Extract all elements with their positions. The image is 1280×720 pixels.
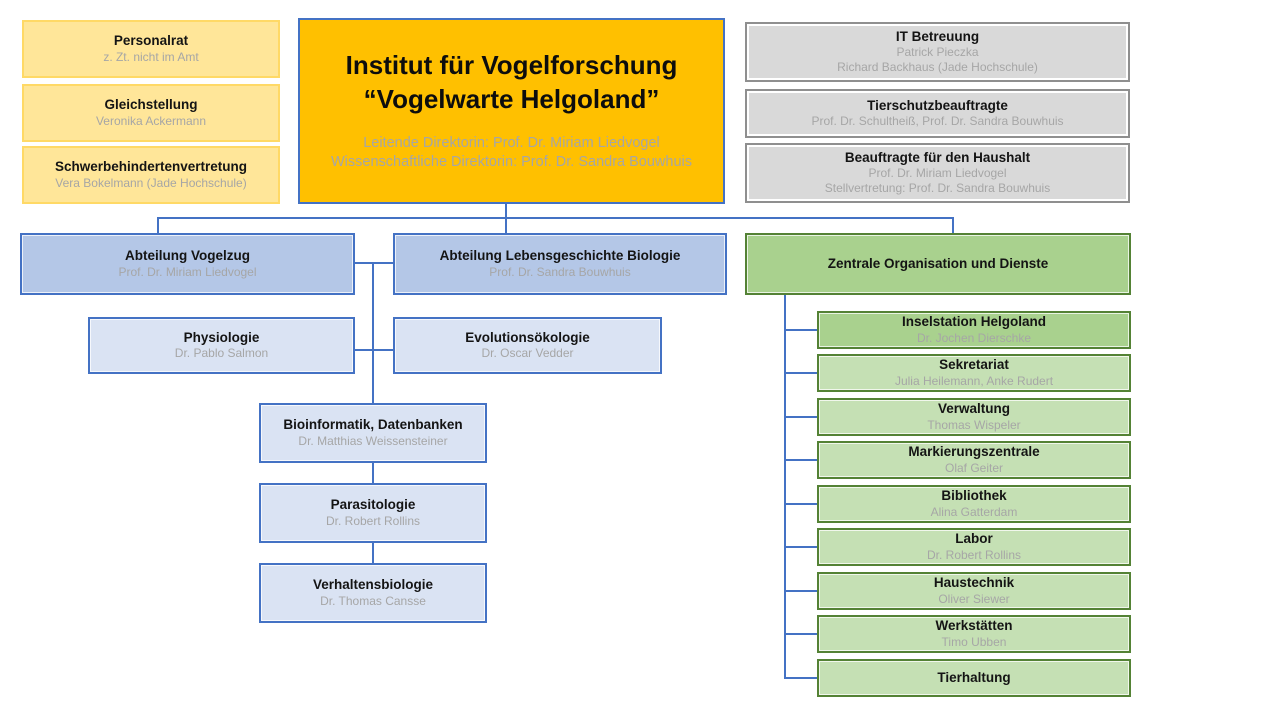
node-markierungszentrale: Markierungszentrale Olaf Geiter bbox=[817, 441, 1131, 479]
node-physiologie: Physiologie Dr. Pablo Salmon bbox=[88, 317, 355, 374]
node-subtitle: Timo Ubben bbox=[941, 634, 1007, 649]
institute-title-line2: “Vogelwarte Helgoland” bbox=[363, 83, 660, 114]
connector-stub-werkstaetten bbox=[784, 633, 817, 635]
connector-physiologie-evolution bbox=[355, 349, 393, 351]
node-title: Markierungszentrale bbox=[908, 444, 1040, 460]
node-subtitle: Prof. Dr. Miriam Liedvogel bbox=[118, 264, 257, 279]
node-evolutionsoekologie: Evolutionsökologie Dr. Oscar Vedder bbox=[393, 317, 662, 374]
node-title: Verwaltung bbox=[937, 401, 1010, 417]
node-subtitle: Thomas Wispeler bbox=[927, 417, 1021, 432]
node-haustechnik: Haustechnik Oliver Siewer bbox=[817, 572, 1131, 610]
node-title: Tierschutzbeauftragte bbox=[867, 97, 1008, 113]
node-tierschutzbeauftragte: Tierschutzbeauftragte Prof. Dr. Schulthe… bbox=[745, 89, 1130, 138]
node-subtitle: Vera Bokelmann (Jade Hochschule) bbox=[55, 175, 247, 190]
node-abteilung-lebensgeschichte: Abteilung Lebensgeschichte Biologie Prof… bbox=[393, 233, 727, 295]
connector-stub-markierungszentrale bbox=[784, 459, 817, 461]
connector-main-horizontal bbox=[157, 217, 954, 219]
node-inselstation: Inselstation Helgoland Dr. Jochen Diersc… bbox=[817, 311, 1131, 349]
connector-stub-sekretariat bbox=[784, 372, 817, 374]
node-beauftragte-haushalt: Beauftragte für den Haushalt Prof. Dr. M… bbox=[745, 143, 1130, 203]
node-bioinformatik: Bioinformatik, Datenbanken Dr. Matthias … bbox=[259, 403, 487, 463]
node-subtitle: Dr. Robert Rollins bbox=[325, 513, 421, 528]
node-line: Prof. Dr. Schultheiß, Prof. Dr. Sandra B… bbox=[811, 114, 1064, 129]
node-subtitle: Dr. Thomas Cansse bbox=[320, 593, 426, 608]
node-title: IT Betreuung bbox=[895, 28, 980, 44]
node-subtitle: Dr. Pablo Salmon bbox=[174, 346, 269, 361]
node-subtitle: Prof. Dr. Sandra Bouwhuis bbox=[489, 264, 631, 279]
institute-title-line1: Institut für Vogelforschung bbox=[345, 50, 678, 81]
connector-parasitologie-verhalten bbox=[372, 543, 374, 563]
node-subtitle: Dr. Oscar Vedder bbox=[481, 346, 574, 361]
node-line: Prof. Dr. Miriam Liedvogel bbox=[868, 166, 1007, 181]
node-subtitle: Dr. Robert Rollins bbox=[926, 547, 1022, 562]
node-title: Evolutionsökologie bbox=[465, 329, 590, 345]
node-bibliothek: Bibliothek Alina Gatterdam bbox=[817, 485, 1131, 523]
node-subtitle: Dr. Matthias Weissensteiner bbox=[298, 433, 448, 448]
connector-drop-lebensgeschichte bbox=[505, 217, 507, 233]
node-title: Personalrat bbox=[113, 33, 189, 49]
node-title: Bioinformatik, Datenbanken bbox=[283, 417, 463, 433]
node-schwerbehindertenvertretung: Schwerbehindertenvertretung Vera Bokelma… bbox=[22, 146, 280, 204]
institute-director2: Wissenschaftliche Direktorin: Prof. Dr. … bbox=[330, 154, 693, 171]
node-title: Abteilung Vogelzug bbox=[125, 248, 250, 264]
node-title: Schwerbehindertenvertretung bbox=[54, 159, 248, 175]
connector-drop-zentrale bbox=[952, 217, 954, 233]
node-title: Sekretariat bbox=[939, 357, 1009, 373]
node-verwaltung: Verwaltung Thomas Wispeler bbox=[817, 398, 1131, 436]
connector-stub-labor bbox=[784, 546, 817, 548]
node-subtitle: Oliver Siewer bbox=[938, 591, 1010, 606]
node-it-betreuung: IT Betreuung Patrick Pieczka Richard Bac… bbox=[745, 22, 1130, 82]
node-title: Werkstätten bbox=[935, 618, 1013, 634]
connector-stub-bibliothek bbox=[784, 503, 817, 505]
node-subtitle: Alina Gatterdam bbox=[930, 504, 1018, 519]
node-subtitle: Julia Heilemann, Anke Rudert bbox=[894, 373, 1054, 388]
node-gleichstellung: Gleichstellung Veronika Ackermann bbox=[22, 84, 280, 142]
node-title: Haustechnik bbox=[933, 575, 1015, 591]
node-abteilung-vogelzug: Abteilung Vogelzug Prof. Dr. Miriam Lied… bbox=[20, 233, 355, 295]
node-title: Abteilung Lebensgeschichte Biologie bbox=[439, 248, 681, 264]
node-title: Gleichstellung bbox=[104, 97, 198, 113]
node-parasitologie: Parasitologie Dr. Robert Rollins bbox=[259, 483, 487, 543]
node-personalrat: Personalrat z. Zt. nicht im Amt bbox=[22, 20, 280, 78]
connector-dept-horizontal bbox=[355, 262, 393, 264]
node-title: Parasitologie bbox=[330, 497, 416, 513]
connector-bioinformatik-parasitologie bbox=[372, 463, 374, 483]
node-verhaltensbiologie: Verhaltensbiologie Dr. Thomas Cansse bbox=[259, 563, 487, 623]
connector-root-stub bbox=[505, 203, 507, 218]
connector-drop-vogelzug bbox=[157, 217, 159, 233]
node-line: Stellvertretung: Prof. Dr. Sandra Bouwhu… bbox=[824, 181, 1051, 196]
node-title: Verhaltensbiologie bbox=[312, 577, 434, 593]
connector-green-trunk bbox=[784, 295, 786, 679]
node-title: Zentrale Organisation und Dienste bbox=[827, 255, 1049, 271]
node-zentrale-organisation: Zentrale Organisation und Dienste bbox=[745, 233, 1131, 295]
node-title: Bibliothek bbox=[941, 488, 1007, 504]
node-tierhaltung: Tierhaltung bbox=[817, 659, 1131, 697]
connector-stub-tierhaltung bbox=[784, 677, 817, 679]
node-title: Labor bbox=[955, 531, 993, 547]
node-subtitle: z. Zt. nicht im Amt bbox=[103, 49, 199, 64]
connector-stub-haustechnik bbox=[784, 590, 817, 592]
node-subtitle: Dr. Jochen Dierschke bbox=[916, 330, 1032, 345]
node-subtitle: Veronika Ackermann bbox=[95, 113, 207, 128]
node-sekretariat: Sekretariat Julia Heilemann, Anke Rudert bbox=[817, 354, 1131, 392]
node-werkstaetten: Werkstätten Timo Ubben bbox=[817, 615, 1131, 653]
node-labor: Labor Dr. Robert Rollins bbox=[817, 528, 1131, 566]
node-institut: Institut für Vogelforschung “Vogelwarte … bbox=[298, 18, 725, 204]
node-subtitle: Olaf Geiter bbox=[944, 460, 1004, 475]
institute-director1: Leitende Direktorin: Prof. Dr. Miriam Li… bbox=[363, 134, 660, 151]
connector-stub-verwaltung bbox=[784, 416, 817, 418]
node-title: Tierhaltung bbox=[937, 669, 1011, 685]
node-line: Richard Backhaus (Jade Hochschule) bbox=[837, 60, 1038, 75]
node-title: Inselstation Helgoland bbox=[901, 314, 1047, 330]
node-line: Patrick Pieczka bbox=[896, 45, 979, 60]
node-title: Physiologie bbox=[183, 329, 260, 345]
node-title: Beauftragte für den Haushalt bbox=[844, 149, 1031, 165]
connector-left-trunk bbox=[372, 262, 374, 403]
connector-stub-inselstation bbox=[784, 329, 817, 331]
